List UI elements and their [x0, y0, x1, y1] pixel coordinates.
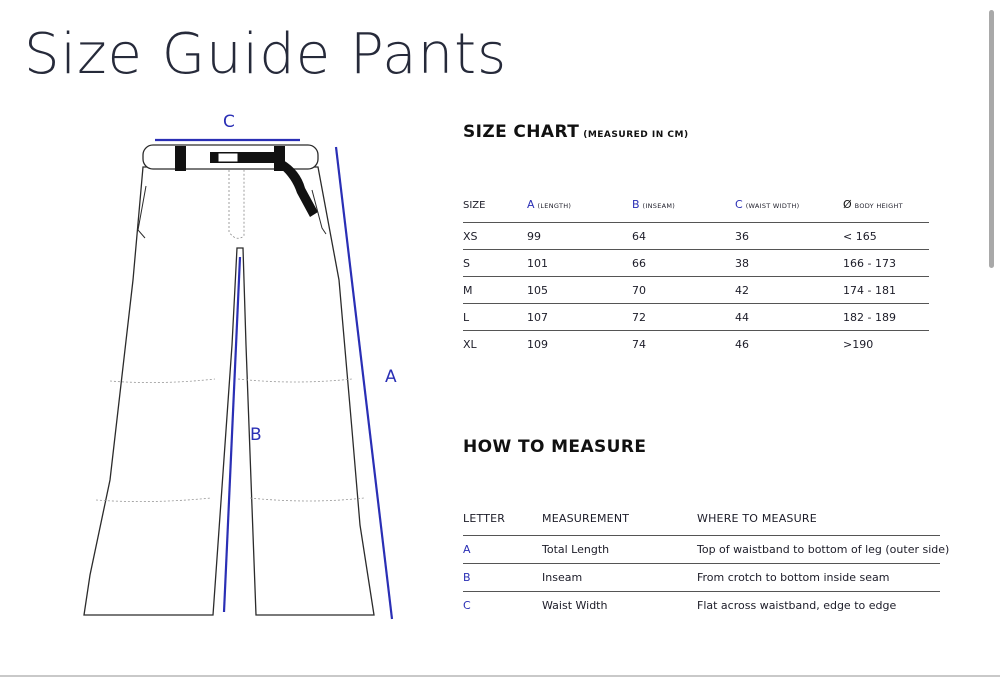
cell-length: 107 — [527, 303, 632, 331]
table-row: S 101 66 38 166 - 173 — [463, 249, 929, 277]
pants-outline — [83, 166, 375, 616]
size-chart-table: SIZE A(LENGTH) B(INSEAM) C(WAIST WIDTH) … — [463, 186, 929, 357]
cell-inseam: 74 — [632, 337, 646, 351]
cell-inseam: 66 — [632, 249, 735, 277]
col-header-waist-letter: C — [735, 197, 743, 211]
cell-length: 109 — [527, 337, 548, 351]
col-header-inseam-letter: B — [632, 197, 640, 211]
table-row: B Inseam From crotch to bottom inside se… — [463, 563, 940, 592]
col-header-letter: LETTER — [463, 502, 542, 536]
knee-stitch-left — [109, 378, 216, 383]
cell-measurement: Inseam — [542, 563, 697, 592]
cell-length: 99 — [527, 222, 632, 250]
belt-buckle — [217, 152, 239, 163]
measure-header-row: LETTER MEASUREMENT WHERE TO MEASURE — [463, 502, 940, 536]
belt-strap — [210, 152, 285, 163]
belt-loop-left — [175, 146, 186, 171]
cell-size: XS — [463, 222, 527, 250]
cell-body-height: 182 - 189 — [843, 303, 929, 331]
belt-tail — [280, 160, 318, 217]
pocket-right — [311, 189, 327, 235]
col-header-measurement: MEASUREMENT — [542, 502, 697, 536]
col-header-inseam-label: (INSEAM) — [642, 201, 676, 210]
cell-waist: 44 — [735, 303, 843, 331]
size-chart-title: SIZE CHART — [463, 122, 580, 142]
col-header-size-label: SIZE — [463, 199, 486, 211]
cell-letter: A — [463, 535, 542, 564]
cell-size: L — [463, 303, 527, 331]
pants-illustration: C A B — [0, 100, 440, 660]
pants-drawing: C A B — [83, 112, 397, 620]
table-row: XL 109 74 46 >190 — [463, 331, 929, 358]
cell-inseam: 72 — [632, 303, 735, 331]
cell-where: Top of waistband to bottom of leg (outer… — [697, 535, 949, 564]
cell-body-height: >190 — [843, 337, 874, 351]
cell-measurement: Waist Width — [542, 599, 608, 612]
cell-letter: B — [463, 563, 542, 592]
col-header-length-letter: A — [527, 197, 535, 211]
dimension-label-b: B — [250, 425, 262, 445]
cell-waist: 38 — [735, 249, 843, 277]
col-header-where: WHERE TO MEASURE — [697, 502, 940, 536]
cell-where: From crotch to bottom inside seam — [697, 563, 940, 592]
col-header-inseam: B(INSEAM) — [632, 186, 735, 223]
cell-letter: C — [463, 599, 471, 612]
cell-waist: 36 — [735, 222, 843, 250]
cell-size: S — [463, 249, 527, 277]
table-row: C Waist Width Flat across waistband, edg… — [463, 592, 940, 620]
cell-body-height: 174 - 181 — [843, 276, 929, 304]
cell-length: 101 — [527, 249, 632, 277]
pocket-left — [137, 185, 147, 239]
size-chart-unit-note: (MEASURED IN CM) — [583, 130, 689, 140]
cell-body-height: < 165 — [843, 222, 929, 250]
vertical-scrollbar[interactable] — [989, 10, 994, 268]
col-header-waist: C(WAIST WIDTH) — [735, 186, 843, 223]
table-row: A Total Length Top of waistband to botto… — [463, 535, 949, 564]
knee-stitch-right — [237, 378, 353, 383]
cell-waist: 42 — [735, 276, 843, 304]
cell-length: 105 — [527, 276, 632, 304]
cell-inseam: 70 — [632, 276, 735, 304]
col-header-size: SIZE — [463, 186, 527, 223]
col-header-body-height-label: BODY HEIGHT — [854, 201, 903, 210]
size-chart-header-row: SIZE A(LENGTH) B(INSEAM) C(WAIST WIDTH) … — [463, 186, 929, 223]
dimension-label-c: C — [223, 112, 235, 132]
table-row: XS 99 64 36 < 165 — [463, 222, 929, 250]
dimension-label-a: A — [385, 367, 397, 387]
page-title: Size Guide Pants — [24, 22, 508, 87]
col-header-body-height-symbol: Ø — [843, 197, 852, 211]
dimension-line-a — [334, 146, 394, 620]
bottom-divider — [0, 675, 1000, 677]
table-row: L 107 72 44 182 - 189 — [463, 303, 929, 331]
cell-size: M — [463, 276, 527, 304]
cell-size: XL — [463, 337, 477, 351]
how-to-measure-table: LETTER MEASUREMENT WHERE TO MEASURE A To… — [463, 502, 949, 620]
col-header-waist-label: (WAIST WIDTH) — [745, 201, 800, 210]
cell-inseam: 64 — [632, 222, 735, 250]
size-chart-heading: SIZE CHART(MEASURED IN CM) — [463, 122, 689, 142]
cell-waist: 46 — [735, 337, 749, 351]
cell-body-height: 166 - 173 — [843, 249, 929, 277]
col-header-length-label: (LENGTH) — [537, 201, 572, 210]
col-header-length: A(LENGTH) — [527, 186, 632, 223]
cell-measurement: Total Length — [542, 535, 697, 564]
dimension-line-b — [222, 256, 242, 613]
lower-stitch-right — [249, 497, 365, 502]
how-to-measure-heading: HOW TO MEASURE — [463, 437, 647, 457]
table-row: M 105 70 42 174 - 181 — [463, 276, 929, 304]
cell-where: Flat across waistband, edge to edge — [697, 599, 897, 612]
